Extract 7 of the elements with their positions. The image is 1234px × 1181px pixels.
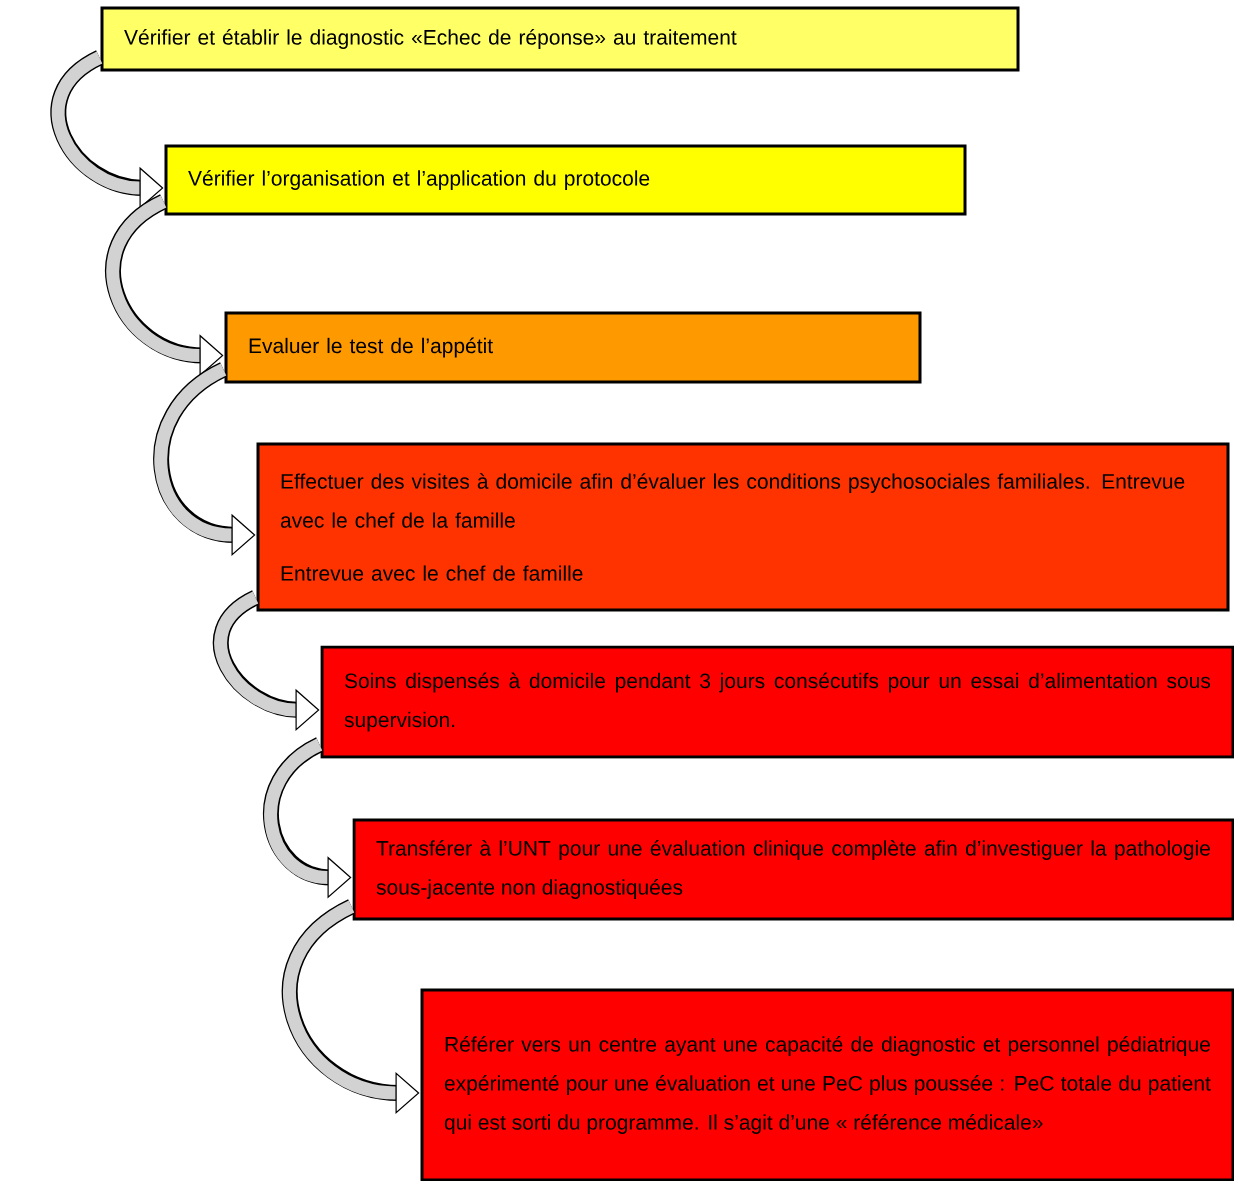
process-box: Référer vers un centre ayant une capacité de diagnostic et personnel pédiatrique expérimenté pour une évaluation et une PeC plus poussée : PeC totale du patient qui est sorti du programme. Il s’agit d’une « référence médicale» — [420, 988, 1234, 1181]
process-box: Effectuer des visites à domicile afin d’évaluer les conditions psychosociales familiales. Entrevue avec le chef de la famille Entrevue avec le chef de famille — [256, 442, 1230, 612]
process-box: Evaluer le test de l’appétit — [224, 311, 922, 384]
process-box: Soins dispensés à domicile pendant 3 jours consécutifs pour un essai d’alimentation sous supervision. — [320, 645, 1234, 759]
process-box: Vérifier l’organisation et l’application du protocole — [164, 144, 967, 216]
process-box: Transférer à l’UNT pour une évaluation clinique complète afin d’investiguer la pathologie sous-jacente non diagnostiquées — [352, 818, 1234, 921]
process-box: Vérifier et établir le diagnostic «Echec de réponse» au traitement — [100, 6, 1020, 72]
